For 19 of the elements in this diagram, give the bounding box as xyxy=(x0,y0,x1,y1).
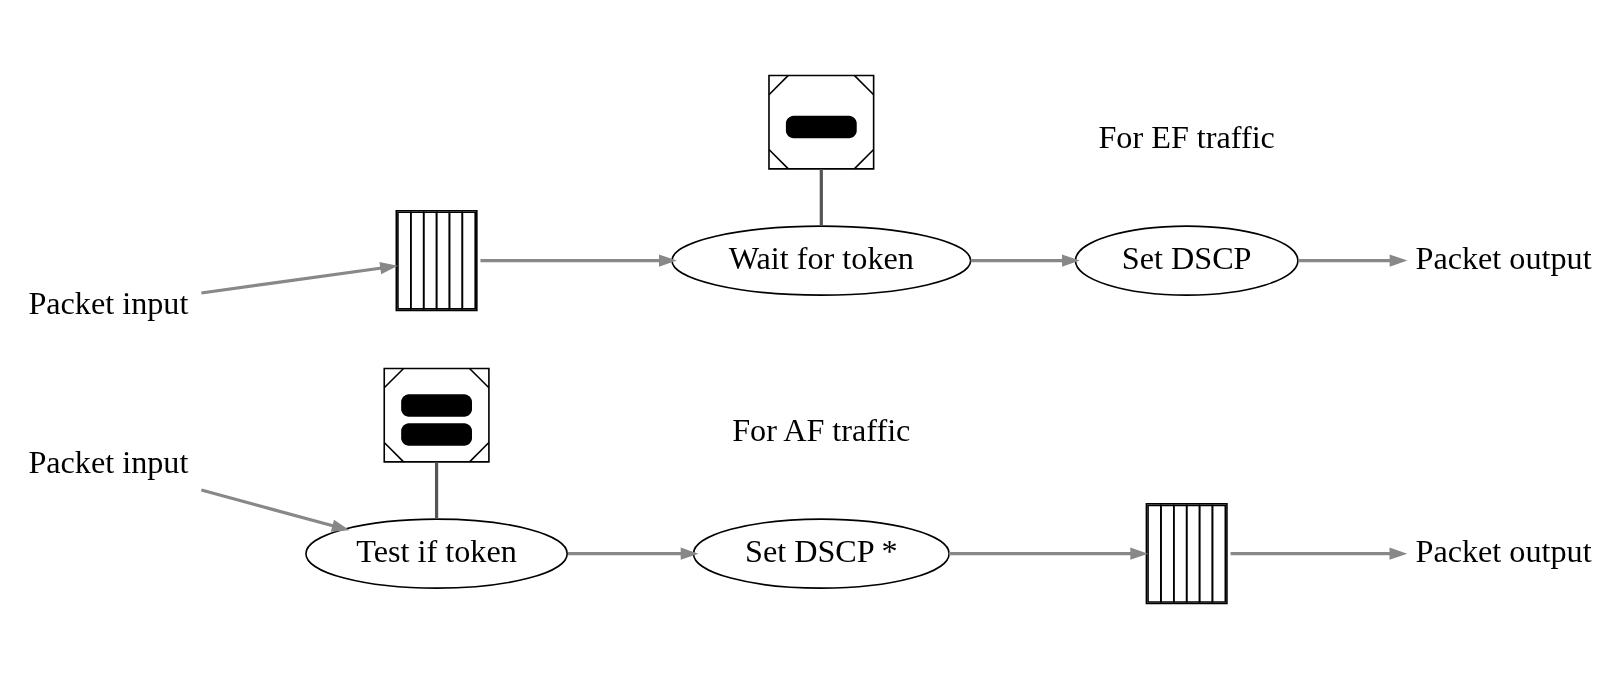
node-text: Packet output xyxy=(1415,532,1592,569)
node-text: Packet output xyxy=(1415,239,1592,276)
arrow xyxy=(1298,253,1408,267)
node-ellipse: Wait for token xyxy=(671,224,972,296)
connector xyxy=(434,461,439,519)
arrow xyxy=(949,546,1149,560)
label: For AF traffic xyxy=(732,411,911,448)
arrow xyxy=(567,546,699,560)
arrow xyxy=(480,253,677,267)
arrow xyxy=(1230,546,1408,560)
arrow xyxy=(200,487,350,532)
connector xyxy=(819,168,823,226)
node-ellipse: Set DSCP * xyxy=(692,517,950,589)
node-text: Packet input xyxy=(28,443,189,480)
node-ellipse: Set DSCP xyxy=(1074,224,1299,296)
arrow xyxy=(201,261,398,295)
node-text: Packet input xyxy=(28,284,189,321)
label: For EF traffic xyxy=(1098,118,1275,155)
arrow xyxy=(970,253,1080,267)
